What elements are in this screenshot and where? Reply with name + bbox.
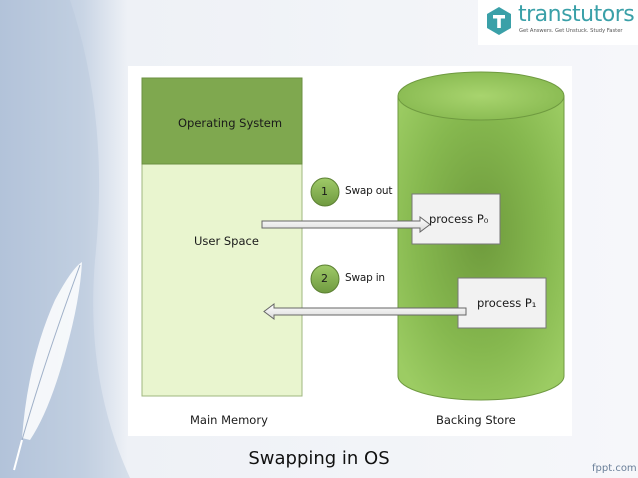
operating-system-label: Operating System — [178, 116, 283, 130]
main-memory-block — [141, 77, 303, 397]
step-2-number: 2 — [321, 272, 328, 285]
backing-store-caption: Backing Store — [436, 413, 516, 427]
brand-tagline: Get Answers. Get Unstuck. Study Faster — [519, 28, 623, 34]
swap-in-arrow — [263, 303, 467, 320]
step-2-label: Swap in — [345, 272, 385, 284]
brand-logo: transtutors Get Answers. Get Unstuck. St… — [478, 0, 638, 45]
user-space-region — [141, 163, 303, 397]
slide-caption: Swapping in OS — [248, 448, 390, 469]
user-space-label: User Space — [194, 234, 259, 248]
brand-name: transtutors — [518, 2, 635, 27]
diagram-graphics — [141, 71, 565, 401]
main-memory-caption: Main Memory — [190, 413, 268, 427]
swap-out-arrow — [261, 216, 431, 233]
step-1-label: Swap out — [345, 185, 393, 197]
process-p1-box — [457, 277, 547, 329]
step-1-circle — [310, 177, 340, 207]
process-p1-label: process P₁ — [477, 296, 537, 310]
step-1-number: 1 — [321, 185, 328, 198]
process-p0-box — [411, 193, 501, 245]
feather-decoration — [13, 262, 82, 471]
transtutors-logo-icon — [487, 7, 511, 35]
step-2-circle — [310, 264, 340, 294]
swapping-diagram: Operating System User Space Main Memory … — [128, 66, 572, 436]
footer-credit: fppt.com — [592, 463, 637, 474]
process-p0-label: process P₀ — [429, 212, 489, 226]
operating-system-region — [141, 77, 303, 165]
